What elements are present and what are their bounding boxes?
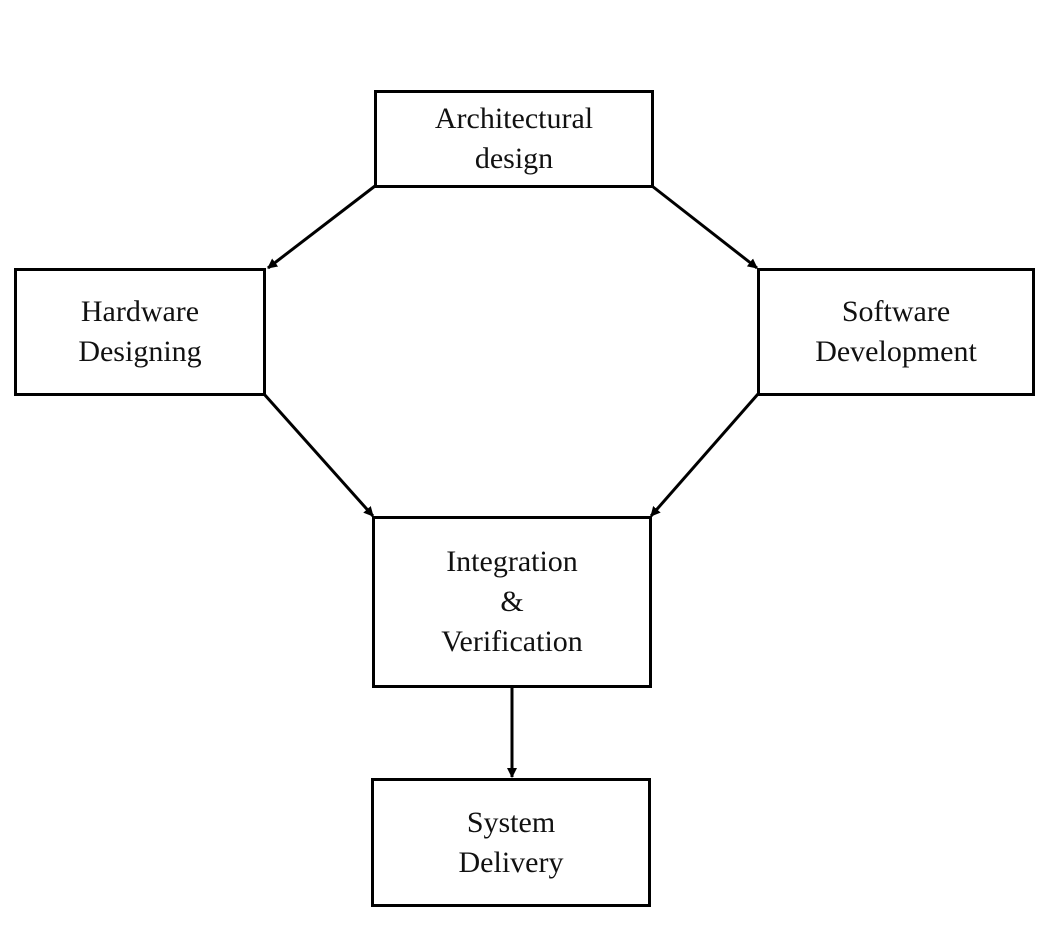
node-system-delivery: System Delivery [371,778,651,907]
node-label: Verification [441,625,583,658]
arrow-architectural-to-hardware [267,184,376,270]
node-label: Development [815,335,977,368]
node-label: & [500,585,524,618]
arrow-hardware-to-integration [262,393,375,517]
node-label: Hardware [80,295,200,328]
node-label: Integration [446,545,578,578]
node-software-development: Software Development [757,268,1035,396]
arrow-software-to-integration [649,393,760,517]
node-label: Software [841,295,951,328]
arrow-architectural-to-software [651,184,758,270]
node-label: Architectural [434,102,594,135]
node-hardware-designing: Hardware Designing [14,268,266,396]
node-label: Designing [78,335,202,368]
node-label: System [466,805,556,839]
node-architectural-design: Architectural design [374,90,654,188]
node-label: design [474,142,554,175]
node-integration-verification: Integration & Verification [372,516,652,688]
node-label: Delivery [458,845,564,879]
